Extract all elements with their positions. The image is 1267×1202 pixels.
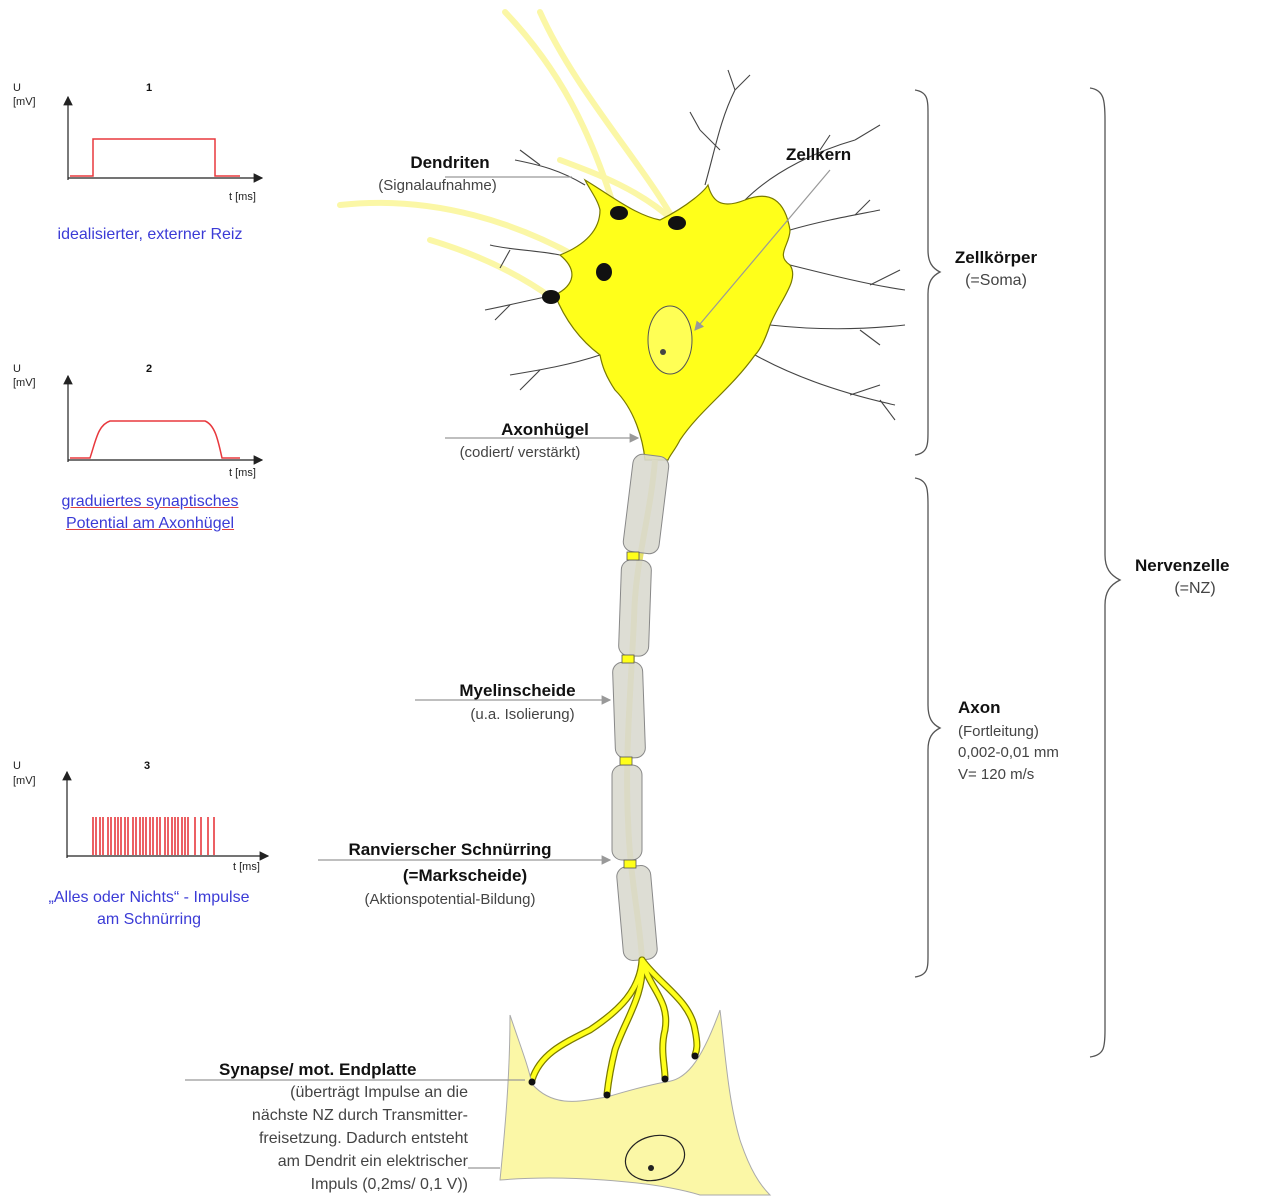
label-synapse-line4: am Dendrit ein elektrischer	[150, 1153, 468, 1172]
graph-1-caption: idealisierter, externer Reiz	[20, 226, 280, 245]
graph-2-signal	[70, 421, 240, 458]
graph-1-y-label: U	[13, 82, 21, 95]
graph-2-number: 2	[146, 363, 152, 376]
graph-2-y-label: U	[13, 363, 21, 376]
graph-1-y-unit: [mV]	[13, 96, 36, 109]
brace-zellkoerper	[915, 90, 940, 455]
label-myelinscheide: Myelinscheide	[440, 681, 595, 701]
graph-3-caption-line2: am Schnürring	[18, 911, 280, 930]
label-axon-line2: 0,002-0,01 mm	[958, 744, 1059, 762]
graph-1	[68, 97, 262, 180]
label-zellkoerper-sub: (=Soma)	[946, 272, 1046, 291]
brace-nervenzelle	[1090, 88, 1120, 1057]
label-ranvier-sub: (Aktionspotential-Bildung)	[335, 891, 565, 909]
label-synapse-line2: nächste NZ durch Transmitter-	[150, 1107, 468, 1126]
label-ranvier: Ranvierscher Schnürring	[315, 840, 585, 860]
graph-3-x-label: t [ms]	[233, 861, 260, 874]
label-axon-line3: V= 120 m/s	[958, 766, 1034, 784]
label-axon-line1: (Fortleitung)	[958, 723, 1039, 741]
postsynaptic-cell	[500, 1010, 770, 1195]
graph-2-caption-line2: Potential am Axonhügel	[20, 515, 280, 534]
axon-terminals	[532, 960, 697, 1094]
label-synapse-line1: (überträgt Impulse an die	[150, 1084, 468, 1103]
label-axonhuegel-sub: (codiert/ verstärkt)	[440, 444, 600, 462]
graph-2	[68, 376, 262, 462]
label-synapse: Synapse/ mot. Endplatte	[219, 1060, 416, 1080]
label-axon: Axon	[958, 698, 1001, 718]
graph-3	[67, 772, 268, 858]
label-zellkern: Zellkern	[786, 145, 851, 165]
nucleus	[648, 306, 692, 374]
brace-axon	[915, 478, 940, 977]
graph-2-x-label: t [ms]	[229, 467, 256, 480]
label-ranvier-title2: (=Markscheide)	[385, 866, 545, 886]
graph-3-y-unit: [mV]	[13, 775, 36, 788]
graph-3-spikes	[93, 817, 214, 855]
label-synapse-line5: Impuls (0,2ms/ 0,1 V))	[150, 1176, 468, 1195]
myelin-sheaths	[612, 453, 670, 961]
graph-3-number: 3	[144, 760, 150, 773]
label-myelinscheide-sub: (u.a. Isolierung)	[450, 706, 595, 724]
label-nervenzelle-sub: (=NZ)	[1155, 580, 1235, 599]
graph-1-signal	[70, 139, 240, 176]
label-zellkoerper: Zellkörper	[940, 248, 1052, 268]
graph-2-caption-line1: graduiertes synaptisches	[20, 493, 280, 512]
graph-3-y-label: U	[13, 760, 21, 773]
label-axonhuegel: Axonhügel	[465, 420, 625, 440]
label-dendriten: Dendriten	[380, 153, 520, 173]
axon-terminals-fill	[532, 960, 697, 1094]
label-nervenzelle: Nervenzelle	[1135, 556, 1230, 576]
label-dendriten-sub: (Signalaufnahme)	[355, 177, 520, 195]
graph-1-x-label: t [ms]	[229, 191, 256, 204]
graph-1-number: 1	[146, 82, 152, 95]
graph-3-caption-line1: „Alles oder Nichts“ - Impulse	[18, 889, 280, 908]
graph-2-y-unit: [mV]	[13, 377, 36, 390]
label-synapse-line3: freisetzung. Dadurch entsteht	[150, 1130, 468, 1149]
